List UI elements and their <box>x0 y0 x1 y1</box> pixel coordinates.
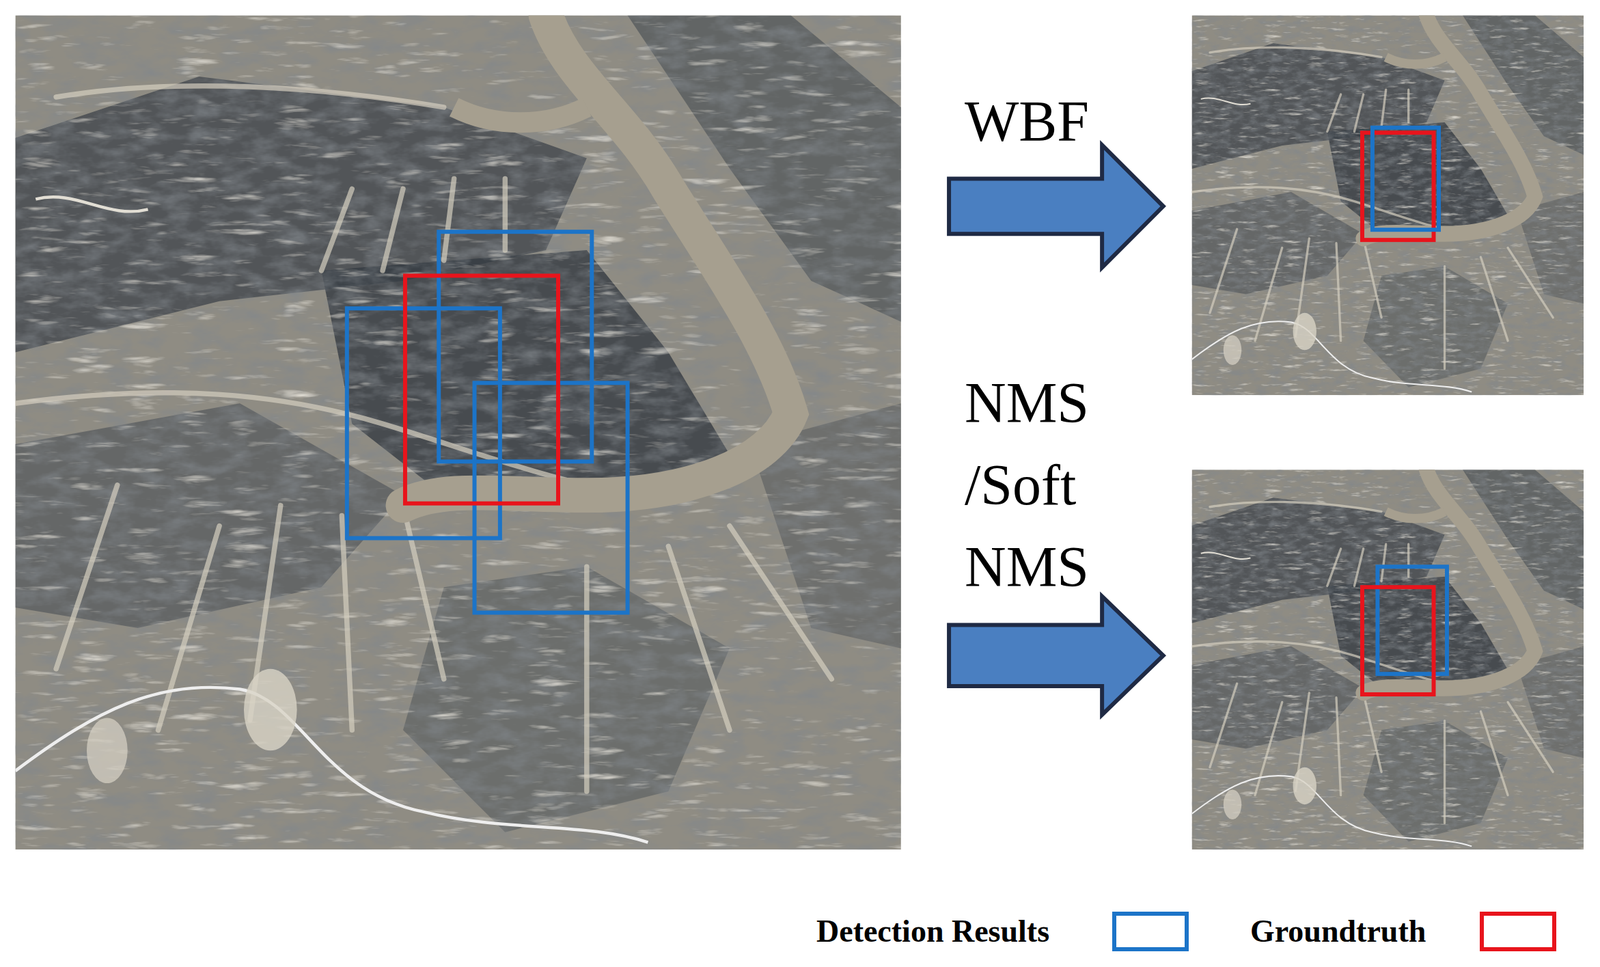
legend-swatch <box>1479 911 1557 951</box>
boxes-nms <box>1362 566 1447 695</box>
satellite-crop <box>1192 469 1585 850</box>
legend-text: Detection Results <box>816 911 1050 951</box>
boxes-main <box>347 231 628 613</box>
block-arrow <box>948 144 1164 268</box>
arrow-label: NMS /Soft NMS <box>964 362 1115 609</box>
satellite-image <box>15 15 901 850</box>
arrow-label: WBF <box>964 80 1184 163</box>
legend-text: Groundtruth <box>1250 911 1426 951</box>
legend-swatch <box>1112 911 1189 951</box>
block-arrow <box>948 596 1164 715</box>
satellite-crop <box>1192 15 1585 395</box>
boxes-wbf <box>1362 127 1439 240</box>
